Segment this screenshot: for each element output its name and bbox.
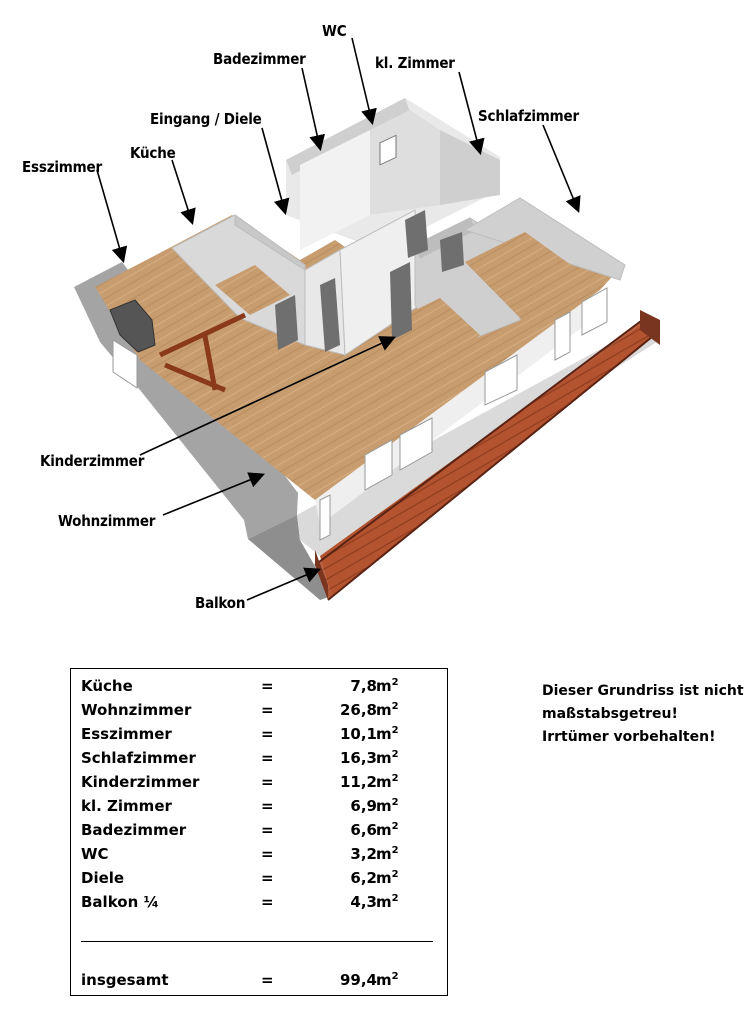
- total-area: 99,4: [339, 971, 377, 989]
- equals-sign: =: [261, 701, 274, 719]
- label-kueche: Küche: [130, 144, 176, 162]
- rear-rooms: [286, 98, 500, 250]
- label-wc: WC: [322, 22, 347, 40]
- equals-sign: =: [261, 893, 274, 911]
- disclaimer-line: Irrtümer vorbehalten!: [542, 729, 716, 745]
- area-table: Küche = 7,8 m2 Wohnzimmer = 26,8 m2 Essz…: [70, 668, 448, 996]
- area-unit: m2: [376, 749, 399, 767]
- area-unit: m2: [376, 725, 399, 743]
- table-row: Balkon ¼ = 4,3 m2: [81, 893, 437, 915]
- room-name: kl. Zimmer: [81, 797, 172, 815]
- equals-sign: =: [261, 869, 274, 887]
- room-area: 7,8: [350, 677, 377, 695]
- dining-stair: [158, 312, 247, 393]
- label-kinderzimmer: Kinderzimmer: [40, 452, 145, 470]
- table-row: Wohnzimmer = 26,8 m2: [81, 701, 437, 723]
- room-name: Diele: [81, 869, 125, 887]
- equals-sign: =: [261, 725, 274, 743]
- bedroom-floor: [465, 232, 585, 318]
- room-name: Kinderzimmer: [81, 773, 200, 791]
- balcony: [314, 310, 660, 601]
- table-row: Schlafzimmer = 16,3 m2: [81, 749, 437, 771]
- equals-sign: =: [261, 749, 274, 767]
- table-divider: [81, 941, 433, 942]
- label-wohnzimmer: Wohnzimmer: [58, 512, 156, 530]
- label-badezimmer: Badezimmer: [213, 50, 306, 68]
- room-area: 6,2: [350, 869, 377, 887]
- disclaimer-line: maßstabsgetreu!: [542, 706, 678, 722]
- label-balkon: Balkon: [195, 594, 246, 612]
- table-row: Esszimmer = 10,1 m2: [81, 725, 437, 747]
- area-unit: m2: [376, 677, 399, 695]
- room-area: 3,2: [350, 845, 377, 863]
- equals-sign: =: [261, 971, 274, 989]
- room-area: 4,3: [350, 893, 377, 911]
- leader-lines: [96, 37, 581, 601]
- room-area: 6,6: [350, 821, 377, 839]
- area-unit: m2: [376, 797, 399, 815]
- table-row: kl. Zimmer = 6,9 m2: [81, 797, 437, 819]
- label-esszimmer: Esszimmer: [22, 158, 102, 176]
- front-wall: [315, 287, 608, 541]
- area-unit: m2: [376, 893, 399, 911]
- equals-sign: =: [261, 677, 274, 695]
- area-unit: m2: [376, 773, 399, 791]
- table-row: Diele = 6,2 m2: [81, 869, 437, 891]
- area-unit: m2: [376, 971, 399, 989]
- table-total-row: insgesamt = 99,4 m2: [81, 971, 437, 993]
- area-unit: m2: [376, 869, 399, 887]
- room-name: Wohnzimmer: [81, 701, 192, 719]
- room-name: Esszimmer: [81, 725, 172, 743]
- equals-sign: =: [261, 773, 274, 791]
- equals-sign: =: [261, 845, 274, 863]
- area-unit: m2: [376, 701, 399, 719]
- total-label: insgesamt: [81, 971, 169, 989]
- disclaimer: Dieser Grundriss ist nicht maßstabsgetre…: [542, 680, 752, 749]
- table-row: WC = 3,2 m2: [81, 845, 437, 867]
- floor-plan-3d: [74, 37, 660, 601]
- room-area: 11,2: [339, 773, 377, 791]
- equals-sign: =: [261, 821, 274, 839]
- area-unit: m2: [376, 821, 399, 839]
- table-row: Badezimmer = 6,6 m2: [81, 821, 437, 843]
- room-name: Badezimmer: [81, 821, 187, 839]
- stove-icon: [109, 299, 156, 353]
- room-area: 6,9: [350, 797, 377, 815]
- table-row: Kinderzimmer = 11,2 m2: [81, 773, 437, 795]
- doors: [275, 210, 464, 352]
- disclaimer-line: Dieser Grundriss ist nicht: [542, 683, 744, 699]
- room-area: 16,3: [339, 749, 377, 767]
- label-schlafzimmer: Schlafzimmer: [478, 107, 579, 125]
- left-window: [112, 339, 138, 389]
- table-row: Küche = 7,8 m2: [81, 677, 437, 699]
- equals-sign: =: [261, 797, 274, 815]
- room-area: 10,1: [339, 725, 377, 743]
- child-room-floor: [395, 298, 480, 365]
- area-unit: m2: [376, 845, 399, 863]
- room-name: WC: [81, 845, 109, 863]
- kitchen-floor: [215, 265, 290, 315]
- label-eingang: Eingang / Diele: [150, 110, 262, 128]
- room-name: Schlafzimmer: [81, 749, 196, 767]
- room-area: 26,8: [339, 701, 377, 719]
- room-name: Küche: [81, 677, 133, 695]
- label-kl-zimmer: kl. Zimmer: [375, 54, 455, 72]
- room-name: Balkon ¼: [81, 893, 160, 911]
